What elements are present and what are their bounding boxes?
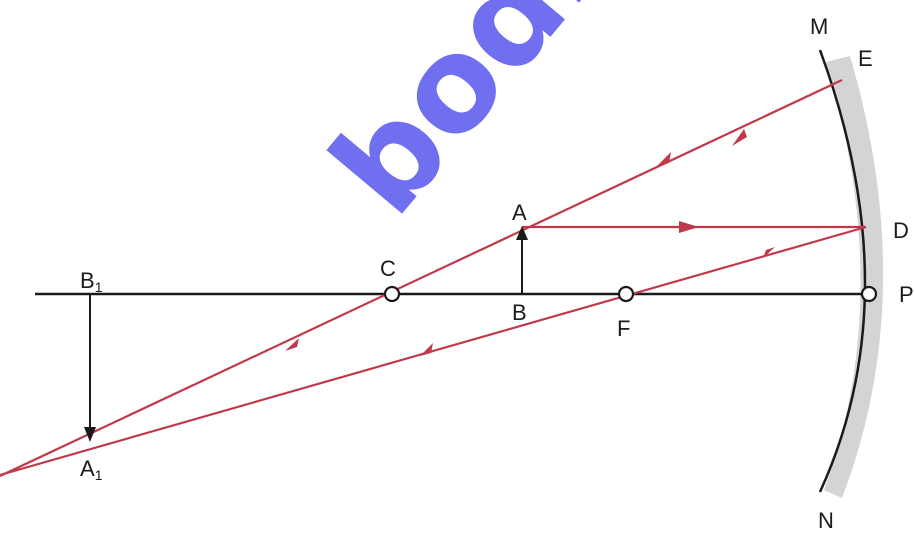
concave-mirror — [818, 49, 867, 493]
label-E: E — [858, 46, 873, 71]
ray-arrow — [656, 152, 671, 167]
label-A1: A1 — [80, 456, 103, 483]
point-F-marker — [617, 285, 635, 303]
label-A1-main: A — [80, 456, 95, 481]
label-N: N — [818, 508, 834, 533]
object-arrowhead — [516, 226, 528, 240]
label-P: P — [899, 282, 914, 307]
label-B: B — [512, 300, 527, 325]
label-F: F — [617, 316, 630, 341]
mirror-back-shade — [824, 56, 884, 498]
label-B1: B1 — [80, 268, 103, 295]
label-D: D — [893, 218, 909, 243]
point-C-marker — [383, 285, 401, 303]
ray-arrow — [763, 247, 775, 258]
ray-through-center — [0, 79, 843, 477]
label-A1-sub: 1 — [95, 467, 103, 483]
watermark-text: bodh — [302, 0, 655, 242]
ray-through-focus — [0, 225, 867, 477]
point-P-marker — [860, 285, 878, 303]
label-B1-sub: 1 — [95, 279, 103, 295]
ray-arrow — [679, 221, 699, 233]
ray-arrow — [420, 343, 433, 356]
ray-arrow — [285, 338, 299, 351]
label-M: M — [810, 14, 828, 39]
label-A: A — [512, 200, 527, 225]
label-C: C — [380, 256, 396, 281]
ray-arrow — [732, 129, 747, 146]
image-arrowhead — [84, 427, 96, 442]
label-B1-main: B — [80, 268, 95, 293]
